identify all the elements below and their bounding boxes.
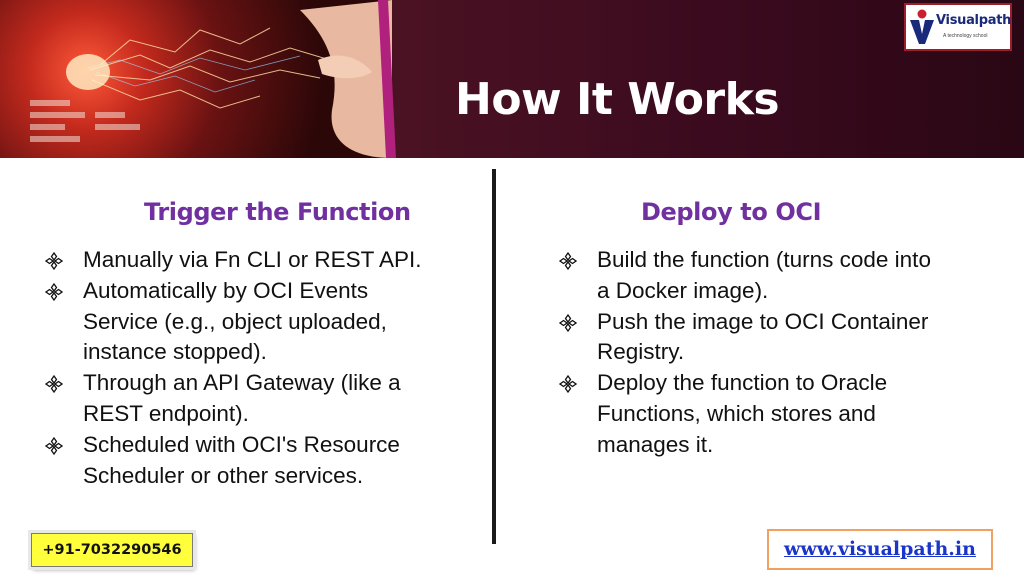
logo-name: Visualpath [936, 13, 1012, 28]
lightning-finger-image [30, 0, 392, 158]
visualpath-logo: Visualpath A technology school [904, 3, 1012, 51]
header-image [0, 0, 392, 158]
diamond-bullet-icon [558, 307, 578, 337]
phone-number: +91-7032290546 [31, 533, 193, 567]
page-title: How It Works [455, 74, 780, 125]
diamond-bullet-icon [558, 368, 578, 398]
column-divider [492, 169, 496, 544]
diamond-bullet-icon [44, 245, 64, 275]
website-link[interactable]: www.visualpath.in [784, 538, 976, 560]
trigger-list: Manually via Fn CLI or REST API. Automat… [44, 245, 484, 491]
list-item: Manually via Fn CLI or REST API. [44, 245, 484, 276]
trigger-heading: Trigger the Function [144, 198, 411, 226]
header-banner: How It Works [0, 0, 1024, 158]
diamond-bullet-icon [44, 430, 64, 460]
diamond-bullet-icon [44, 368, 64, 398]
website-box: www.visualpath.in [767, 529, 993, 570]
header-divider [378, 0, 396, 158]
diamond-bullet-icon [558, 245, 578, 275]
deploy-heading: Deploy to OCI [641, 198, 822, 226]
logo-v-icon [910, 9, 934, 44]
diamond-bullet-icon [44, 276, 64, 306]
logo-tagline: A technology school [943, 33, 988, 39]
